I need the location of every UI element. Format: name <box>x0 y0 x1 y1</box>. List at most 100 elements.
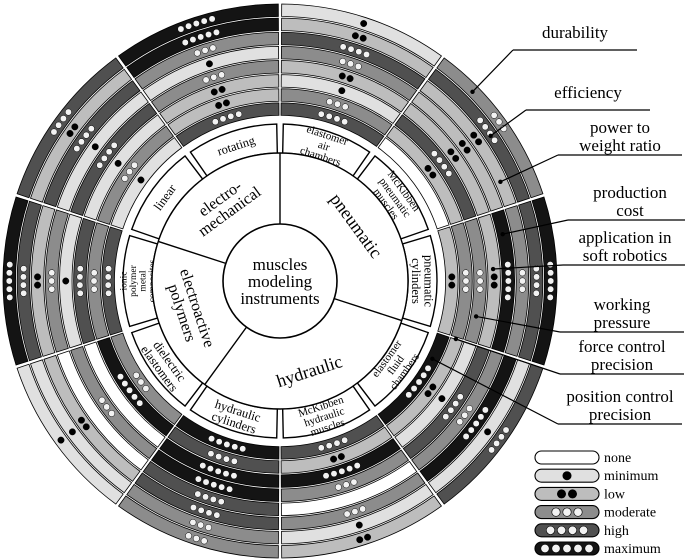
rating-segment <box>280 437 401 488</box>
rating-dot <box>76 289 84 297</box>
rating-dot <box>476 116 484 124</box>
center-title-line: modeling <box>248 272 313 291</box>
group-divider <box>158 240 227 265</box>
rating-dot <box>547 285 555 293</box>
criterion-label-line: efficiency <box>554 83 622 102</box>
rating-segment <box>134 472 279 531</box>
rating-dot <box>546 293 554 301</box>
rating-dot <box>185 532 193 540</box>
rating-dot <box>193 49 201 57</box>
rating-dot <box>504 269 512 277</box>
legend-swatch <box>534 450 600 465</box>
criterion-leader <box>490 109 527 137</box>
rating-dot <box>429 383 437 391</box>
legend-dot <box>573 543 583 553</box>
rating-segment <box>29 68 133 203</box>
rating-segment <box>402 102 490 217</box>
rating-dot <box>59 115 67 123</box>
rating-segment <box>16 57 124 199</box>
rating-dot <box>346 465 354 473</box>
rating-dot <box>481 123 489 131</box>
rating-segment <box>281 472 426 531</box>
criterion-label-line: durability <box>542 23 609 42</box>
rating-segment <box>402 345 490 460</box>
rating-dot <box>73 145 81 153</box>
rating-dot <box>90 277 98 285</box>
rating-dot <box>194 490 202 498</box>
rating-dot <box>351 32 359 40</box>
rating-dot <box>351 508 359 516</box>
rating-dot <box>189 518 197 526</box>
instrument-label-line: metal <box>139 270 149 291</box>
rating-dot <box>334 100 341 108</box>
rating-dot <box>338 72 346 80</box>
rating-dot <box>343 510 351 518</box>
rating-segment <box>377 332 450 426</box>
rating-dot <box>48 285 56 293</box>
rating-dot <box>481 406 489 414</box>
rating-dot <box>218 86 226 93</box>
rating-dot <box>470 131 478 139</box>
rating-dot <box>190 504 197 511</box>
rating-dot <box>533 273 541 281</box>
rating-segment <box>280 45 418 102</box>
rating-segment <box>394 341 477 448</box>
rating-dot <box>350 478 358 486</box>
criterion-leader <box>432 358 559 425</box>
rating-dot <box>181 39 189 46</box>
rating-dot <box>197 33 205 41</box>
rating-dot <box>105 289 113 297</box>
rating-dot <box>34 281 41 289</box>
criterion-anchor <box>430 356 435 362</box>
rating-dot <box>342 481 350 489</box>
rating-segment <box>280 415 385 460</box>
rating-segment <box>43 354 141 482</box>
rating-dot <box>341 436 349 444</box>
rating-dot <box>518 285 526 293</box>
rating-dot <box>322 472 330 480</box>
rating-dot <box>105 265 113 273</box>
legend-label: low <box>604 487 626 502</box>
rating-segment <box>73 217 96 345</box>
legend-dot <box>584 543 594 553</box>
rating-segment <box>150 449 280 502</box>
rating-dot <box>326 98 334 106</box>
criteria-leaders <box>430 49 685 425</box>
legend-label: minimum <box>604 469 659 484</box>
rating-segment <box>159 437 280 488</box>
legend-dot <box>551 543 561 553</box>
rating-dot <box>136 399 144 407</box>
rating-dot <box>533 281 541 289</box>
rating-segment <box>16 363 124 505</box>
rating-dot <box>34 273 41 281</box>
rating-dot <box>117 373 124 381</box>
legend-dot <box>556 489 566 499</box>
criterion-anchor <box>473 314 479 319</box>
legend-dot <box>562 543 572 553</box>
criterion-anchor <box>490 266 496 272</box>
rating-segment <box>56 350 149 471</box>
rating-dot <box>64 108 72 116</box>
rating-segment <box>101 226 123 336</box>
rating-dot <box>104 273 112 281</box>
criterion-label-line: precision <box>589 405 652 424</box>
criterion-label-line: power to <box>590 118 650 137</box>
center-circle <box>222 223 338 339</box>
rating-dot <box>131 161 138 169</box>
rating-dot <box>462 277 470 285</box>
rating-dot <box>458 140 466 147</box>
rating-segment <box>167 426 280 474</box>
rating-segment <box>280 88 393 136</box>
rating-dot <box>452 154 460 162</box>
rating-dot <box>218 71 226 79</box>
rating-dot <box>215 438 223 446</box>
rating-dot <box>223 441 231 448</box>
criterion-label-line: weight ratio <box>579 136 661 155</box>
rating-dot <box>424 164 432 172</box>
rating-dot <box>217 498 225 506</box>
rating-dot <box>105 148 113 156</box>
rating-dot <box>218 483 226 491</box>
